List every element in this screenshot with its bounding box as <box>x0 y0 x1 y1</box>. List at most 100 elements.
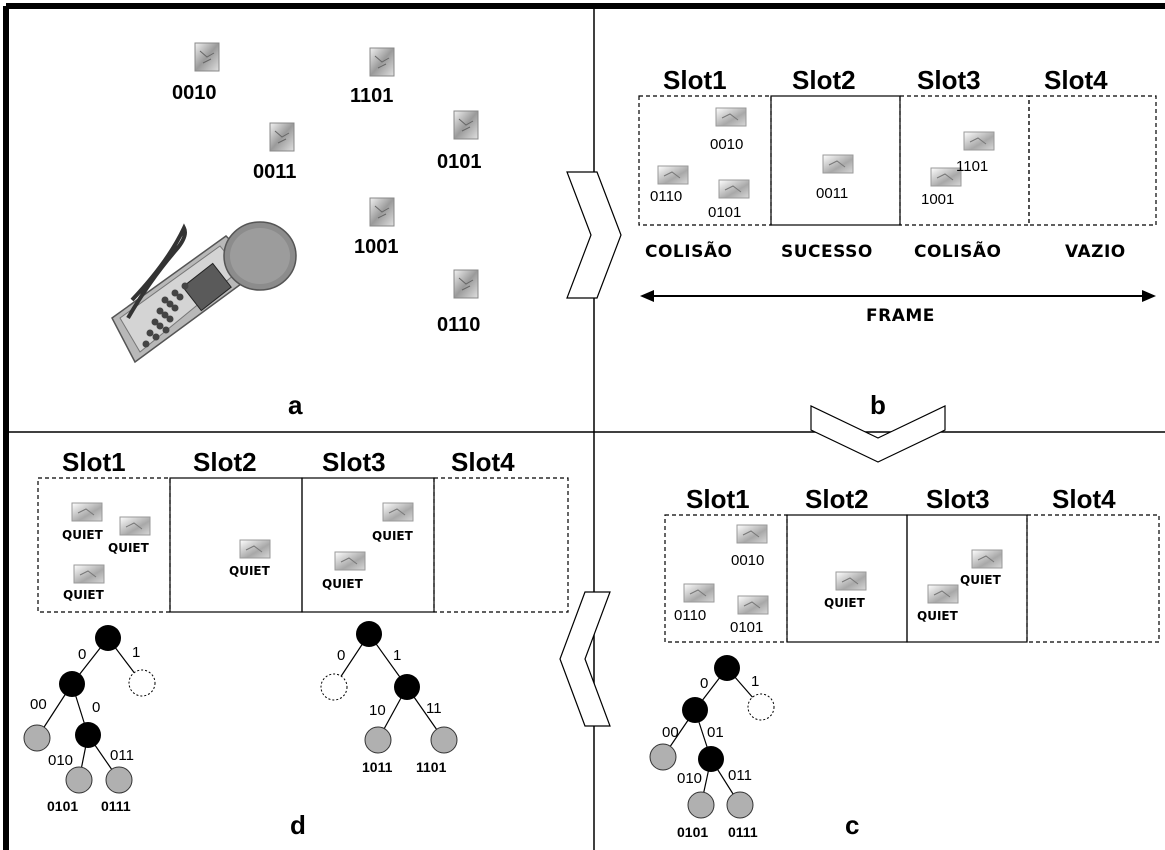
tag-quiet: QUIET <box>108 541 150 555</box>
slot-box <box>899 95 1030 226</box>
arrow-left-icon <box>559 591 611 727</box>
query-tree: 0 1 00 01 010 011 0101 0111 <box>649 655 775 840</box>
slot-header: Slot3 <box>917 65 981 95</box>
rfid-reader-icon <box>111 221 297 364</box>
panel-label: d <box>290 810 306 840</box>
tag-id: 1001 <box>354 236 399 258</box>
slot-box <box>433 477 569 613</box>
slot-header: Slot3 <box>926 484 990 514</box>
tree-node <box>364 726 392 754</box>
tree-leaf-label: 0111 <box>728 824 758 840</box>
rfid-tag-icon <box>194 42 220 72</box>
tree-edge-label: 0 <box>92 699 100 716</box>
tree-edge-label: 1 <box>132 644 140 661</box>
rfid-tag-icon <box>334 551 366 571</box>
slot-header: Slot4 <box>451 447 515 477</box>
slot-box <box>638 95 772 226</box>
rfid-tag-icon <box>382 502 414 522</box>
slot-header: Slot4 <box>1052 484 1116 514</box>
tree-node <box>356 621 382 647</box>
rfid-tag-icon <box>971 549 1003 569</box>
tag-quiet: QUIET <box>372 529 414 543</box>
tag-quiet: QUIET <box>62 528 104 542</box>
tree-node <box>714 655 740 681</box>
panel-label: a <box>288 390 303 420</box>
panel-d: Slot1 Slot2 Slot3 Slot4 QUIET QUIET QUIE… <box>23 447 569 840</box>
tree-node <box>128 669 156 697</box>
rfid-tag-icon <box>736 524 768 544</box>
tree-leaf-label: 0101 <box>677 824 708 840</box>
tag-id: 0010 <box>731 552 764 569</box>
tree-edge-label: 00 <box>662 724 679 741</box>
slot-box <box>37 477 171 613</box>
slot-header: Slot4 <box>1044 65 1108 95</box>
tree-edge-label: 011 <box>110 747 134 764</box>
rfid-tag-icon <box>119 516 151 536</box>
tag-id: 0011 <box>253 161 296 183</box>
tree-edge-label: 010 <box>677 770 702 787</box>
tag-id: 0010 <box>172 82 217 104</box>
tag-id: 0110 <box>437 314 480 336</box>
tree-edge-label: 1 <box>751 673 759 690</box>
panel-label: b <box>870 390 886 420</box>
query-tree: 0 1 00 0 010 011 0101 0111 <box>23 625 156 814</box>
rfid-tag-icon <box>369 197 395 227</box>
slot-header: Slot2 <box>805 484 869 514</box>
tree-edge-label: 10 <box>369 702 386 719</box>
tree-node <box>59 671 85 697</box>
tag-quiet: QUIET <box>63 588 105 602</box>
tag-id: 0101 <box>730 619 763 636</box>
tree-edge-label: 0 <box>700 675 708 692</box>
slot-header: Slot2 <box>193 447 257 477</box>
tree-edge-label: 010 <box>48 752 73 769</box>
tree-node <box>320 673 348 701</box>
tree-edge-label: 1 <box>393 647 401 664</box>
slot-box <box>1026 514 1160 643</box>
tree-node <box>75 722 101 748</box>
tree-node <box>105 766 133 794</box>
frame-arrow <box>640 290 1156 302</box>
panel-b: Slot1 Slot2 Slot3 Slot4 0010 0110 0101 0… <box>638 65 1157 420</box>
slot-header: Slot1 <box>62 447 126 477</box>
tag-quiet: QUIET <box>229 564 271 578</box>
rfid-tag-icon <box>71 502 103 522</box>
rfid-tag-icon <box>822 154 854 174</box>
rfid-tag-icon <box>683 583 715 603</box>
slot-header: Slot1 <box>663 65 727 95</box>
tree-edge-label: 11 <box>426 700 442 717</box>
tag-id: 1101 <box>350 85 393 107</box>
tag-id: 0010 <box>710 136 743 153</box>
panel-grid <box>3 3 1165 850</box>
slot-header: Slot2 <box>792 65 856 95</box>
slot-box <box>169 477 303 613</box>
tree-edge-label: 01 <box>707 724 724 741</box>
rfid-tag-icon <box>239 539 271 559</box>
tree-leaf-label: 1011 <box>362 759 393 775</box>
frame-label: FRAME <box>866 306 935 326</box>
tree-leaf-label: 0101 <box>47 798 78 814</box>
tag-id: 0110 <box>674 607 706 624</box>
tag-id: 1101 <box>956 158 988 175</box>
rfid-tag-icon <box>927 584 959 604</box>
tag-quiet: QUIET <box>960 573 1002 587</box>
tag-id: 0011 <box>816 185 848 202</box>
slot-header: Slot3 <box>322 447 386 477</box>
tree-node <box>394 674 420 700</box>
rfid-tag-icon <box>657 165 689 185</box>
rfid-tag-icon <box>737 595 769 615</box>
slot-status: COLISÃO <box>914 239 1001 262</box>
tag-id: 0101 <box>708 204 741 221</box>
tree-node <box>23 724 51 752</box>
tree-node <box>649 743 677 771</box>
tag-id: 1001 <box>921 191 954 208</box>
arrow-down-icon <box>810 405 946 463</box>
tag-quiet: QUIET <box>917 609 959 623</box>
slot-header: Slot1 <box>686 484 750 514</box>
tree-node <box>726 791 754 819</box>
tree-edge-label: 0 <box>337 647 345 664</box>
rfid-tag-icon <box>453 269 479 299</box>
tree-node <box>95 625 121 651</box>
tree-node <box>747 693 775 721</box>
panel-label: c <box>845 810 859 840</box>
tree-edge-label: 00 <box>30 696 47 713</box>
